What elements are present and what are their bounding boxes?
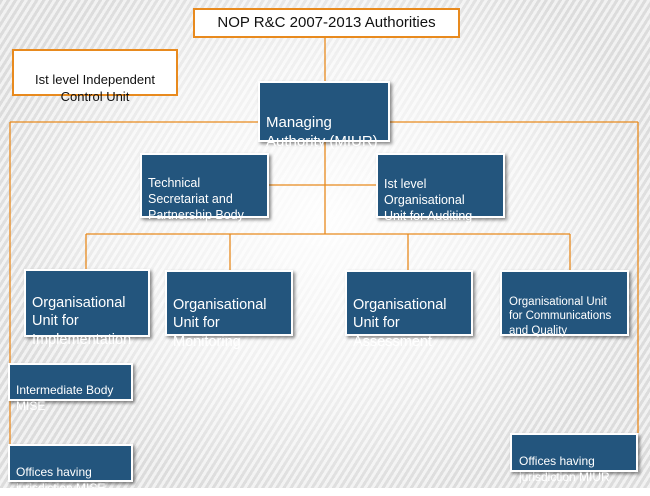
- communications-unit-box: Organisational Unit for Communications a…: [500, 270, 629, 337]
- technical-secretariat-box: Technical Secretariat and Partnership Bo…: [140, 153, 269, 222]
- monitoring-unit-box: Organisational Unit for Monitoring: [165, 270, 293, 350]
- managing-authority-box: Managing Authority (MIUR): [258, 81, 390, 150]
- assessment-unit-box: Organisational Unit for Assessment: [345, 270, 473, 350]
- diagram-title: NOP R&C 2007-2013 Authorities: [193, 8, 460, 38]
- intermediate-body-box: Intermediate Body MISE: [8, 363, 133, 413]
- independent-control-unit: Ist level Independent Control Unit: [12, 49, 178, 104]
- implementation-unit-box: Organisational Unit for Implementation: [24, 269, 150, 348]
- auditing-unit-box: Ist level Organisational Unit for Auditi…: [376, 153, 505, 223]
- offices-mise-box: Offices having jurisdiction MISE: [8, 444, 133, 495]
- offices-miur-box: Offices having jurisdiction MIUR: [510, 433, 638, 484]
